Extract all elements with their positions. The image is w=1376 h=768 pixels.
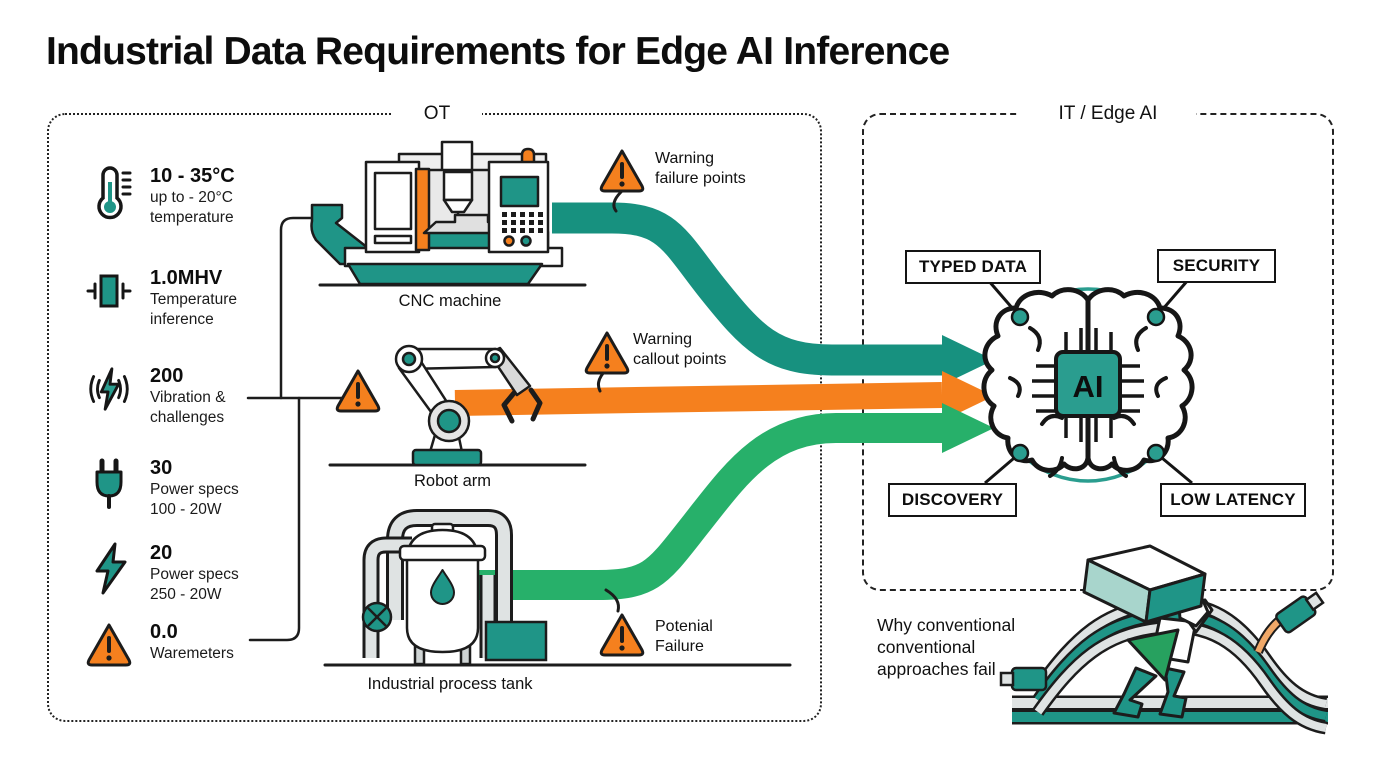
tank-data-arrow bbox=[473, 403, 994, 600]
cnc-machine-illustration bbox=[310, 140, 564, 286]
robot-arm-illustration bbox=[394, 344, 543, 467]
ai-chip-label: AI bbox=[1073, 369, 1104, 404]
warning-triangle-tank bbox=[599, 613, 645, 657]
spec-connector-lines bbox=[246, 216, 352, 642]
warning-triangle-robot bbox=[335, 369, 381, 413]
cable-burden-illustration bbox=[999, 544, 1328, 735]
process-tank-illustration bbox=[361, 509, 548, 666]
cnc-data-arrow bbox=[552, 202, 994, 385]
ai-hub: AI bbox=[981, 279, 1195, 485]
hub-connector-dots bbox=[1010, 307, 1166, 463]
warning-triangle-robot-callout bbox=[584, 331, 630, 375]
warning-triangle-cnc bbox=[599, 149, 645, 193]
ai-chip-icon: AI bbox=[1032, 328, 1144, 442]
